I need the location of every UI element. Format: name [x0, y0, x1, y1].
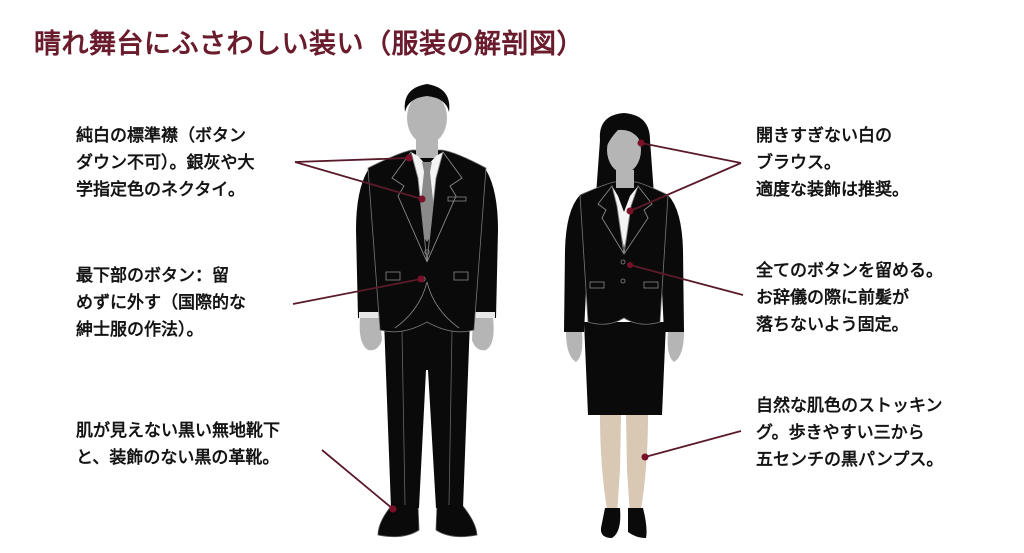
male-right-shoe: [435, 504, 478, 538]
male-trousers: [384, 320, 470, 508]
male-hair: [404, 84, 450, 112]
female-right-pump: [628, 508, 647, 538]
page-title: 晴れ舞台にふさわしい装い（服装の解剖図）: [34, 29, 584, 60]
leader-dot: [637, 139, 645, 147]
leader-dot: [641, 453, 649, 461]
male-left-shoe: [377, 504, 420, 538]
female-blouse: [612, 186, 638, 248]
female-head: [607, 127, 641, 173]
female-left-pump: [600, 508, 621, 538]
annotation-socks-shoes: 肌が見えない黒い無地靴下 と、装飾のない黒の革靴。: [76, 421, 280, 468]
annotation-buttons-hair: 全てのボタンを留める。 お辞儀の際に前髪が 落ちないよう固定。: [756, 261, 943, 335]
leader-dot: [418, 195, 426, 203]
leader-dot: [417, 275, 425, 283]
leader-lines: [292, 139, 744, 513]
male-right-hand: [472, 318, 494, 351]
annotation-collar-tie: 純白の標準襟（ボタン ダウン不可）。銀灰や大 学指定色のネクタイ。: [76, 126, 255, 200]
annotation-blouse: 開きすぎない白の ブラウス。 適度な装飾は推奨。: [756, 126, 909, 200]
male-head: [407, 92, 447, 144]
leader-dot: [627, 262, 633, 268]
male-left-hand: [359, 318, 382, 351]
female-right-leg: [626, 415, 648, 515]
leader-dot: [405, 154, 413, 162]
male-figure: [356, 84, 498, 538]
leader-dot: [626, 207, 634, 215]
leader-dot: [389, 505, 397, 513]
annotation-bottom-button: 最下部のボタン：留 めずに外す（国際的な 紳士服の作法）。: [76, 266, 246, 340]
female-left-leg: [600, 415, 621, 515]
annotation-stockings-pumps: 自然な肌色のストッキン グ。歩きやすい三から 五センチの黒パンプス。: [756, 396, 944, 470]
female-skirt: [584, 322, 666, 415]
female-figure: [564, 113, 684, 538]
